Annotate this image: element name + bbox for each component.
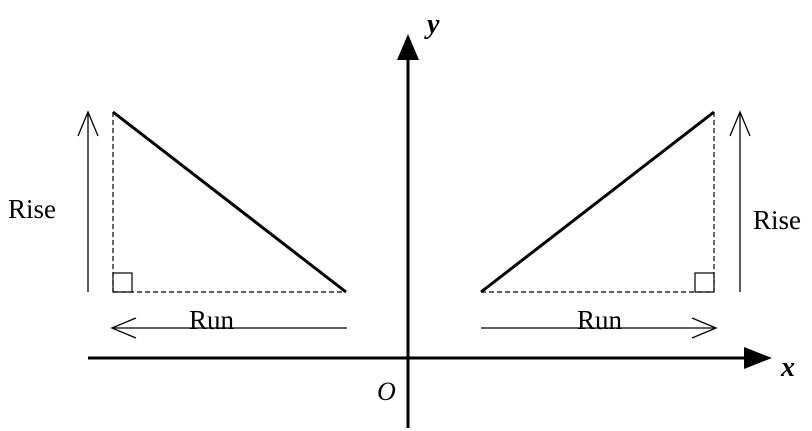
origin-label: O	[377, 377, 396, 406]
y-axis-arrowhead	[397, 34, 419, 60]
left-triangle	[112, 110, 347, 294]
axes	[88, 34, 772, 428]
right-rise-label: Rise	[753, 205, 801, 235]
x-axis-label: x	[780, 352, 795, 383]
right-hypotenuse	[480, 110, 715, 294]
left-hypotenuse	[112, 110, 347, 294]
right-run-arrow	[481, 317, 718, 339]
y-axis-label: y	[424, 9, 440, 40]
right-right-angle-marker	[694, 272, 715, 293]
right-triangle	[480, 110, 715, 294]
left-rise-label: Rise	[8, 194, 56, 224]
left-rise-arrow	[77, 110, 99, 292]
left-run-label: Run	[189, 305, 235, 335]
left-run-arrow	[110, 317, 347, 339]
left-right-angle-marker	[112, 272, 133, 293]
right-run-label: Run	[577, 305, 623, 335]
right-rise-arrow	[729, 110, 751, 292]
x-axis-arrowhead	[744, 347, 772, 369]
